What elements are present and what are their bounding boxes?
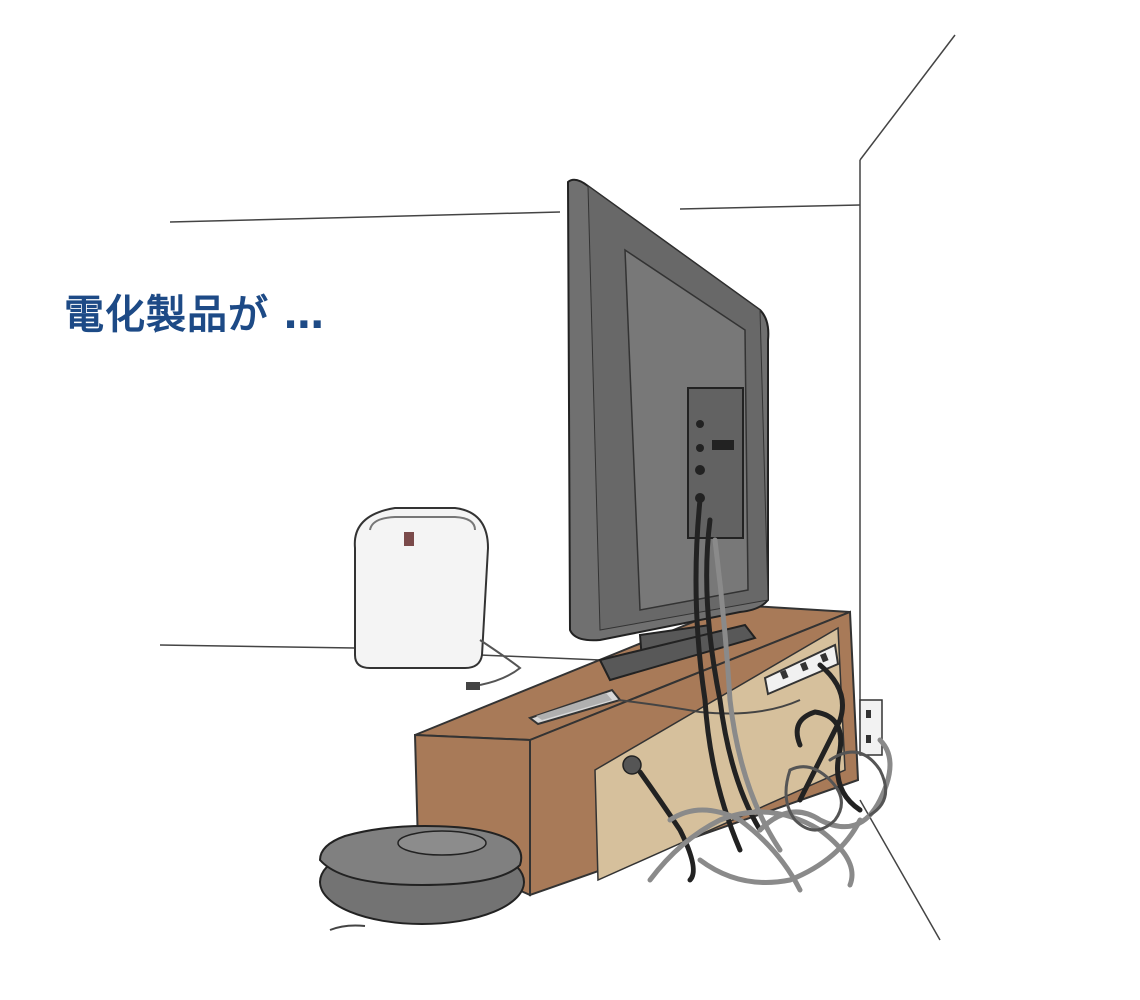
caption-text: 電化製品が …	[64, 292, 325, 338]
tangled-cables	[637, 497, 893, 893]
smartphone	[527, 688, 801, 726]
wall-outlet	[859, 699, 883, 756]
humidifier	[353, 507, 522, 690]
tv	[566, 178, 770, 682]
power-strip	[763, 643, 840, 696]
room-lines	[159, 34, 956, 941]
robot-vacuum	[318, 824, 525, 931]
